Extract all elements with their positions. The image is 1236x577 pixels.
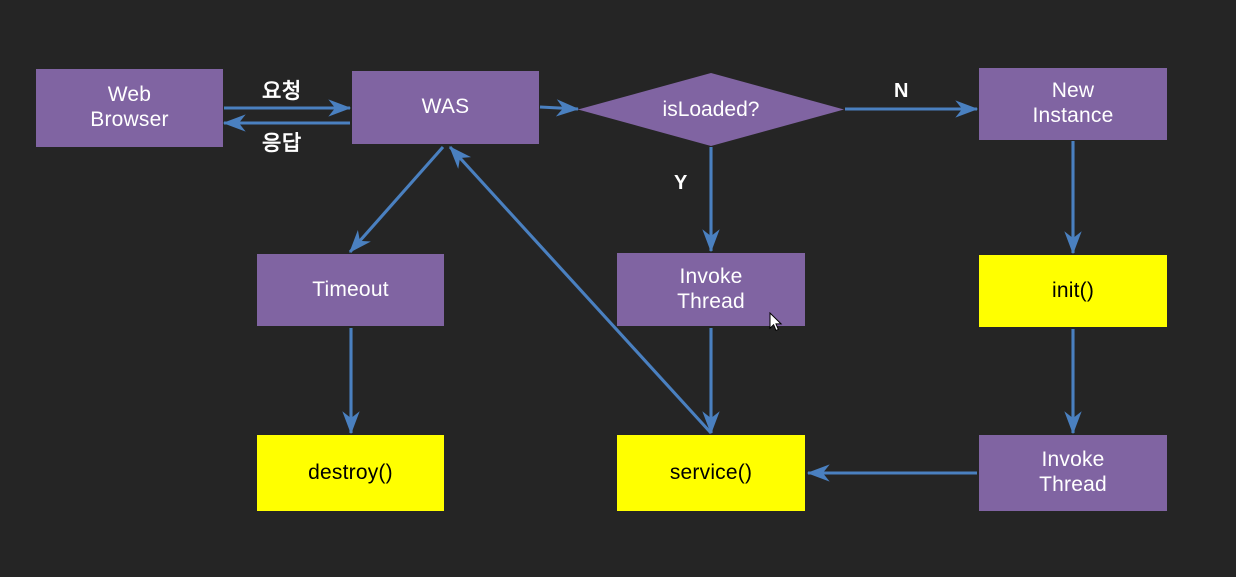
node-timeout-label: Timeout xyxy=(312,277,389,301)
node-is-loaded-decision[interactable]: isLoaded? xyxy=(578,73,844,146)
node-destroy[interactable]: destroy() xyxy=(257,435,444,511)
node-invoke-thread-bottom[interactable]: Invoke Thread xyxy=(979,435,1167,511)
edge-label-branch-yes: Y xyxy=(674,172,688,194)
node-timeout[interactable]: Timeout xyxy=(257,254,444,326)
node-init[interactable]: init() xyxy=(979,255,1167,327)
node-init-label: init() xyxy=(1051,278,1095,302)
edge-was-to-timeout xyxy=(348,145,445,254)
node-invoke-thread-middle[interactable]: Invoke Thread xyxy=(617,253,805,326)
edge-label-branch-no: N xyxy=(894,80,909,102)
node-is-loaded-label: isLoaded? xyxy=(662,97,760,121)
node-service-label: service() xyxy=(669,460,753,484)
node-web-browser-label: Web Browser xyxy=(90,83,169,131)
edge-label-response: 응답 xyxy=(262,132,302,155)
node-was[interactable]: WAS xyxy=(352,71,539,144)
edge-was-to-is-loaded xyxy=(539,99,580,117)
node-was-label: WAS xyxy=(421,95,470,119)
node-destroy-label: destroy() xyxy=(308,460,393,484)
node-invoke-thread-middle-label: Invoke Thread xyxy=(677,264,745,313)
edge-label-request: 요청 xyxy=(262,80,302,103)
node-new-instance-label: New Instance xyxy=(1032,79,1114,127)
node-web-browser[interactable]: Web Browser xyxy=(36,69,223,147)
node-new-instance[interactable]: New Instance xyxy=(979,68,1167,140)
node-service[interactable]: service() xyxy=(617,435,805,511)
node-invoke-thread-bottom-label: Invoke Thread xyxy=(1039,448,1107,496)
